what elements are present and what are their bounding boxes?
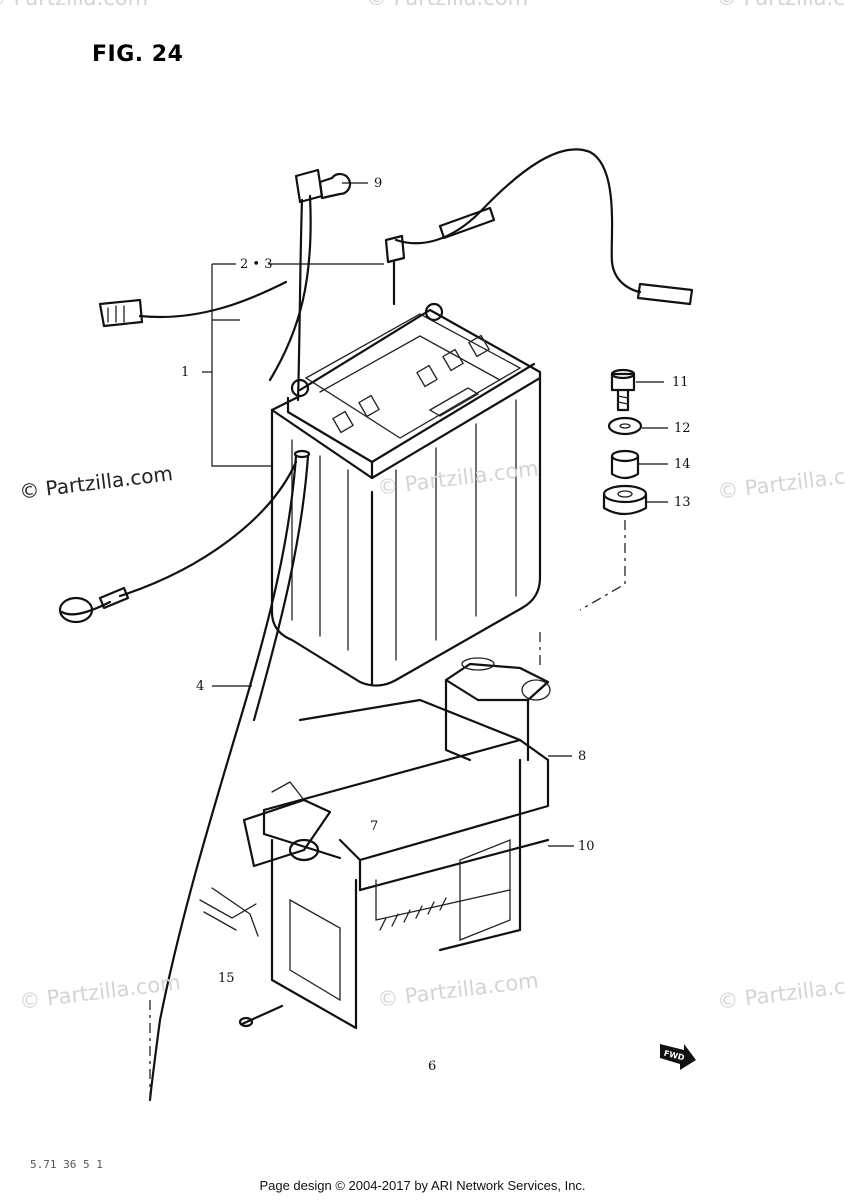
forward-arrow-icon: FWD	[660, 1044, 696, 1070]
battery-holder[interactable]	[262, 698, 550, 1030]
part-label-8: 8	[578, 749, 586, 764]
part-label-1: 1	[181, 365, 189, 380]
cushion-7[interactable]	[242, 781, 332, 868]
part-label-6: 6	[428, 1059, 436, 1074]
cushion-13[interactable]	[602, 484, 648, 516]
part-label-12: 12	[674, 421, 691, 436]
starter-harness[interactable]	[98, 280, 288, 328]
part-label-9: 9	[374, 176, 382, 191]
watermark: © Partzilla.com	[716, 0, 845, 10]
washer-12[interactable]	[607, 416, 643, 436]
bolt-6[interactable]	[238, 1004, 284, 1028]
part-label-15: 15	[218, 971, 235, 986]
diagram-code: 5.71 36 5 1	[30, 1158, 103, 1171]
collar-14[interactable]	[610, 449, 640, 480]
clamp-15[interactable]	[199, 887, 259, 937]
part-label-10: 10	[578, 839, 595, 854]
battery-cable-negative[interactable]	[58, 198, 304, 624]
battery-band[interactable]	[444, 657, 551, 762]
page-footer: Page design © 2004-2017 by ARI Network S…	[259, 1178, 586, 1193]
battery-cable-positive[interactable]	[268, 168, 352, 382]
part-label-11: 11	[672, 375, 689, 390]
part-label-4: 4	[196, 679, 204, 694]
bolt-11[interactable]	[610, 368, 636, 412]
part-label-7: 7	[370, 819, 378, 834]
leader-lines	[202, 182, 668, 847]
sensor-lead-wire[interactable]	[384, 148, 694, 306]
figure-title: FIG. 24	[92, 42, 184, 67]
part-label-14: 14	[674, 457, 691, 472]
breather-tube[interactable]	[148, 449, 311, 1102]
battery[interactable]	[270, 302, 542, 687]
watermark: © Partzilla.com	[366, 0, 528, 10]
mount-axis-line	[579, 520, 626, 611]
part-label-13: 13	[674, 495, 691, 510]
watermark: © Partzilla.com	[0, 0, 148, 10]
part-label-2-3: 2 • 3	[240, 257, 272, 272]
cell-caps	[332, 334, 490, 434]
